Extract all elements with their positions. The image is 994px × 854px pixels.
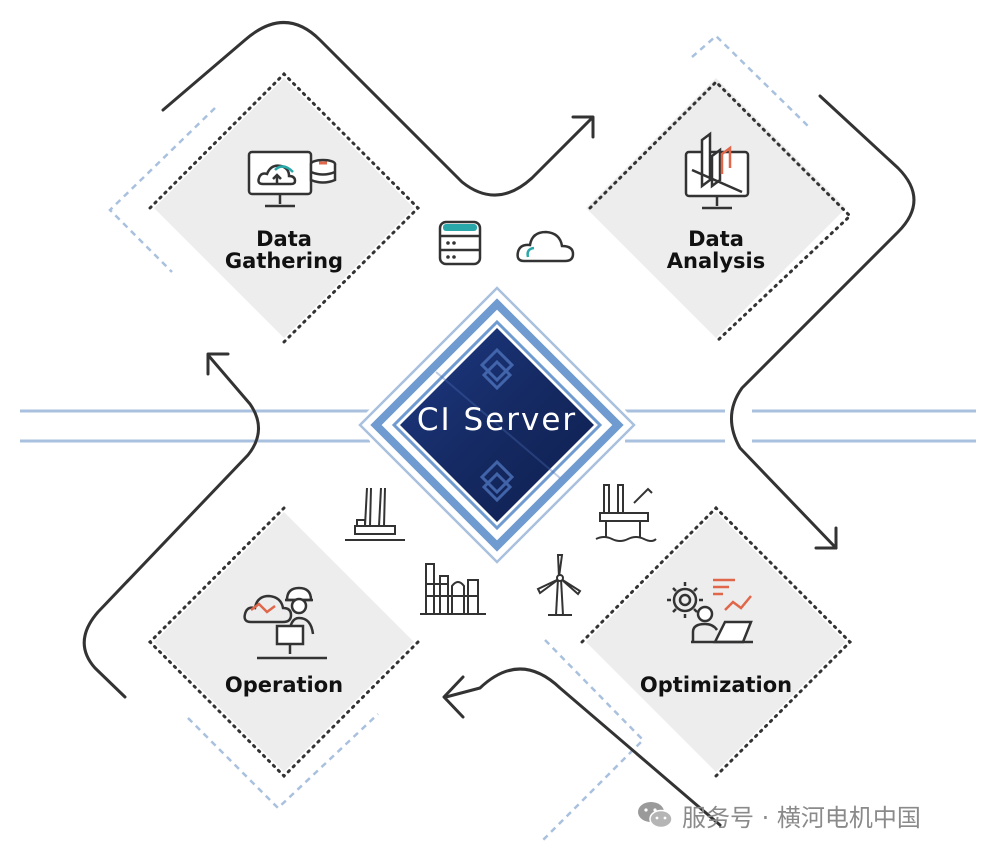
ci-server-title: CI Server <box>416 402 578 438</box>
stage-label-line2: Gathering <box>224 249 344 273</box>
stage-label-line1: Optimization <box>639 673 793 697</box>
arrow-operation-to-gathering <box>82 353 260 699</box>
arrow-optimization-to-operation <box>444 667 722 827</box>
chimney-factory-icon <box>345 487 405 541</box>
monitor-chart-icon <box>684 131 750 210</box>
watermark-text: 服务号 · 横河电机中国 <box>682 803 921 832</box>
gear-person-laptop-icon <box>667 578 753 644</box>
dashed-frames <box>108 34 809 843</box>
card-data-gathering <box>154 78 414 338</box>
arrow-analysis-to-optimization <box>730 94 916 550</box>
cloud-icon <box>516 230 575 263</box>
wechat-icon <box>638 802 673 829</box>
dotted-card-edges <box>147 71 853 779</box>
watermark: 服务号 · 横河电机中国 <box>636 797 921 833</box>
stage-label-line1: Operation <box>224 673 344 697</box>
wind-turbine-icon <box>536 554 582 616</box>
stage-label-line1: Data <box>688 227 744 251</box>
stage-label-line1: Data <box>256 227 312 251</box>
refinery-icon <box>420 563 486 615</box>
arrow-gathering-to-analysis <box>161 21 594 197</box>
horizontal-pipe-lines <box>20 409 976 443</box>
offshore-platform-icon <box>595 484 657 542</box>
stage-label-optimization: Optimization <box>626 674 806 696</box>
stage-label-line2: Analysis <box>666 249 766 273</box>
monitor-cloud-database-icon <box>247 150 337 208</box>
arrow-head-4 <box>206 352 230 376</box>
stage-label-data-analysis: Data Analysis <box>646 228 786 272</box>
flow-arrows <box>82 21 916 827</box>
ci-server-emblem <box>354 282 640 568</box>
arrow-head-1 <box>571 115 595 139</box>
worker-computer-icon <box>243 586 327 660</box>
stage-label-data-gathering: Data Gathering <box>214 228 354 272</box>
database-icon <box>438 220 482 266</box>
arrow-head-2 <box>814 526 838 550</box>
arrow-head-3 <box>442 675 465 719</box>
stage-label-operation: Operation <box>204 674 364 696</box>
